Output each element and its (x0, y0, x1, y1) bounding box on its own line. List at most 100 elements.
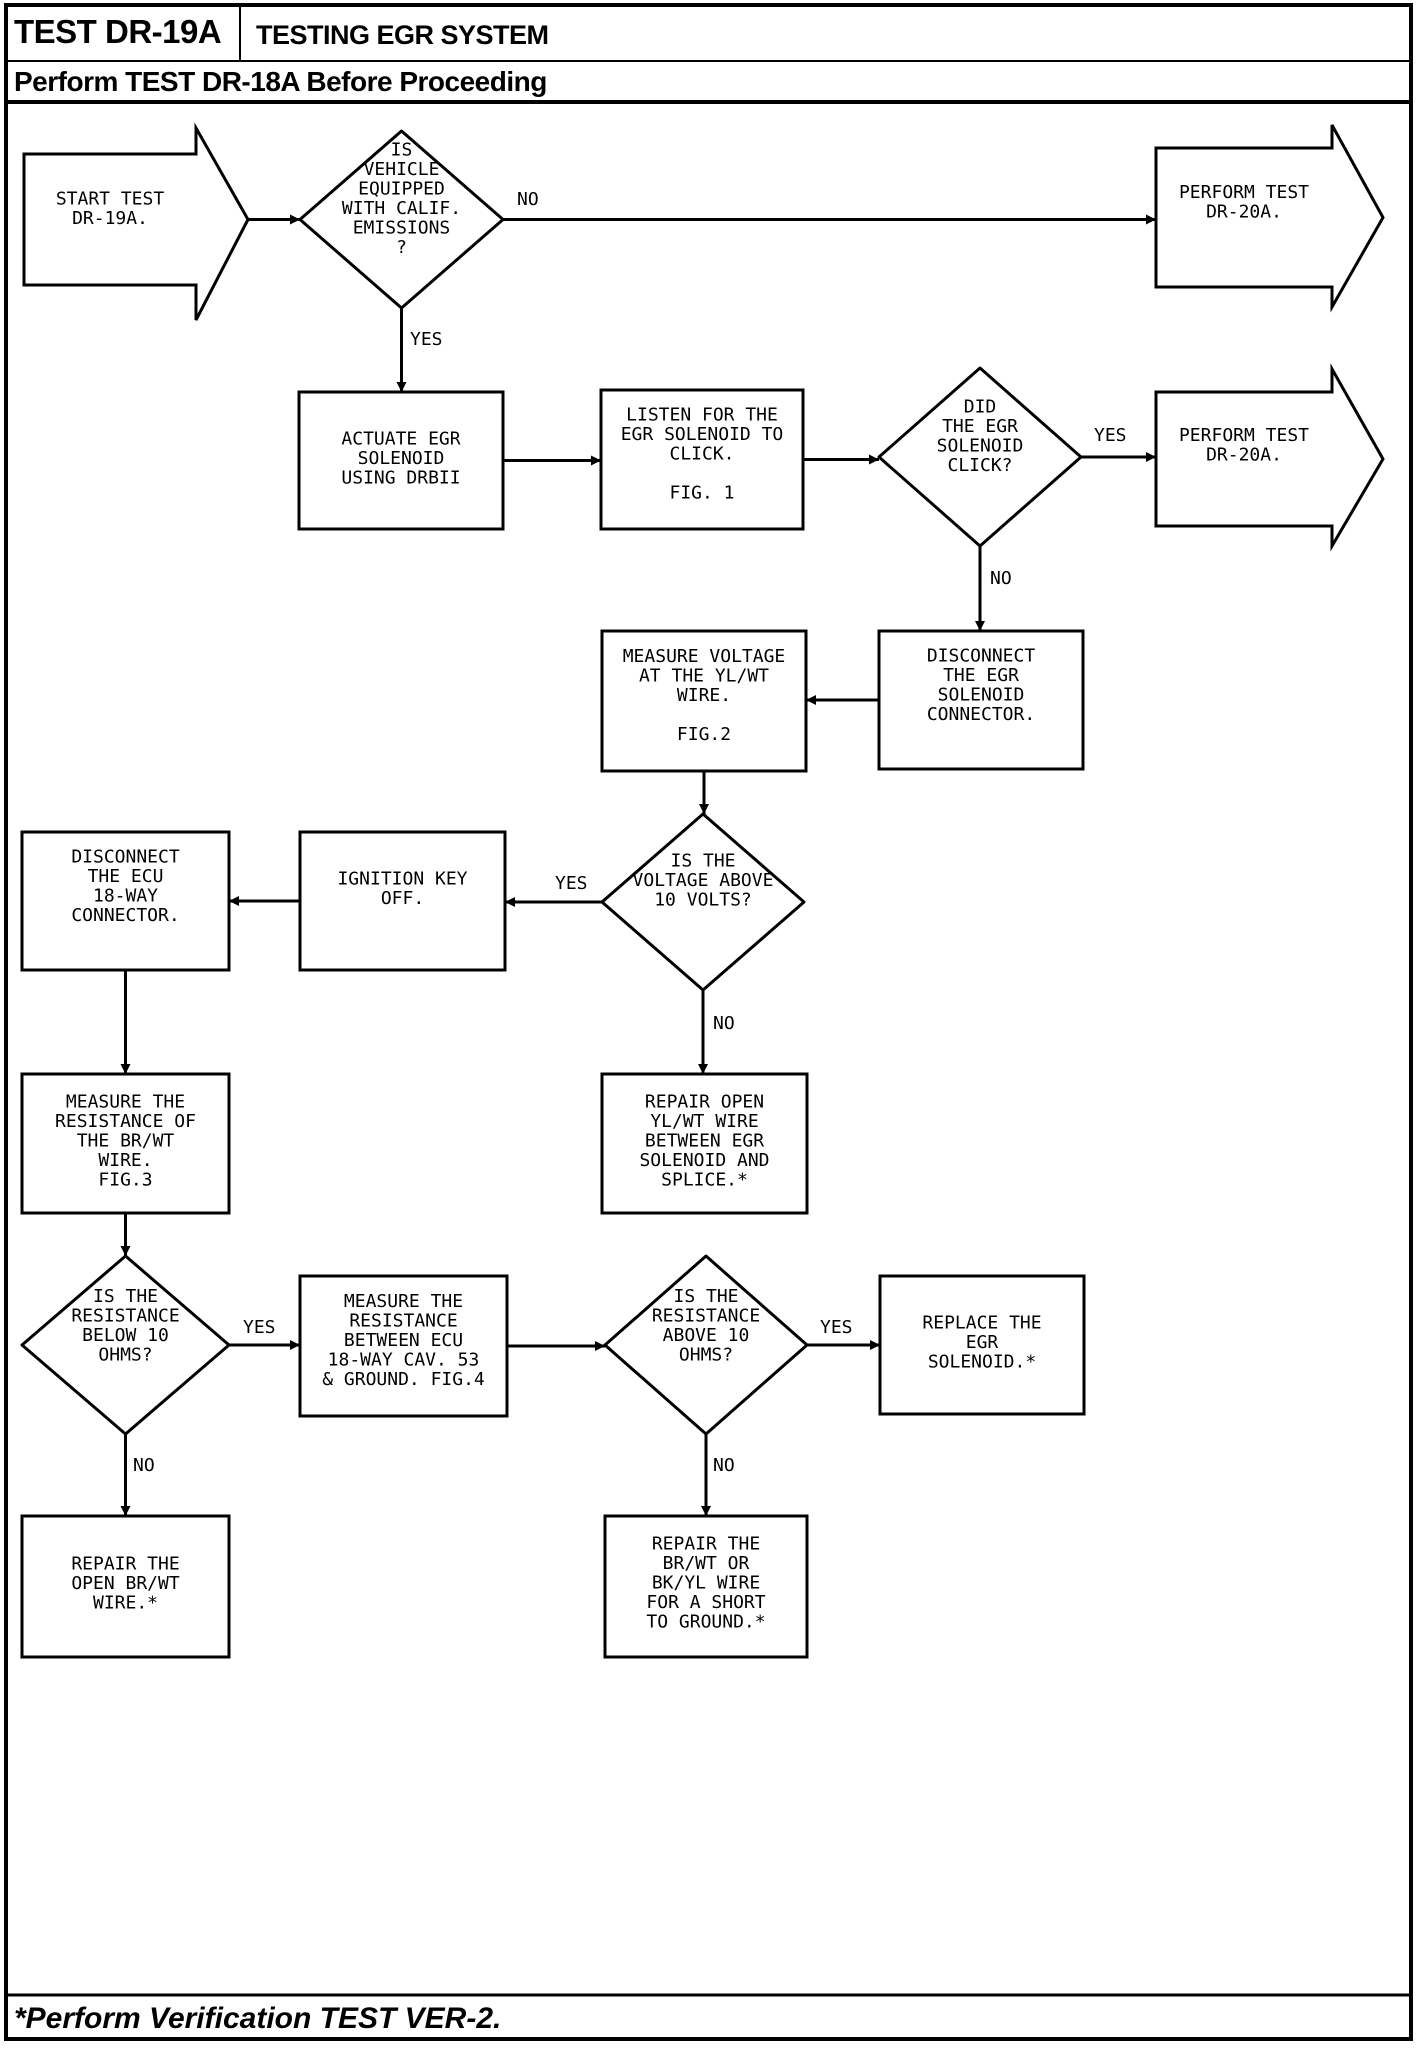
node-text-line: SOLENOID AND (639, 1150, 769, 1171)
node-text-line: BELOW 10 (82, 1325, 169, 1346)
node-text-line: BK/YL WIRE (652, 1573, 760, 1594)
arrowhead-icon (1146, 452, 1156, 462)
arrowhead-icon (290, 214, 300, 225)
node-text-line: WIRE. (677, 685, 731, 706)
process-box (298, 1274, 509, 1418)
edge-label-no: NO (990, 568, 1012, 589)
node-text-line: 18-WAY CAV. 53 (328, 1349, 480, 1370)
node-text-line: ? (396, 237, 407, 258)
node-text-line: DR-19A. (72, 208, 148, 229)
edge-label-no: NO (713, 1455, 735, 1476)
node-text-line: 18-WAY (93, 886, 158, 907)
node-text-line: THE BR/WT (77, 1130, 175, 1151)
footer-note: *Perform Verification TEST VER-2. (14, 2002, 502, 2035)
page-title: TESTING EGR SYSTEM (256, 20, 549, 50)
arrowhead-icon (505, 897, 515, 907)
node-text-line: CONNECTOR. (71, 905, 179, 926)
node-text-line: & GROUND. FIG.4 (322, 1369, 485, 1390)
node-text-line: REPAIR OPEN (645, 1091, 764, 1112)
node-text-line: VOLTAGE ABOVE (633, 870, 774, 891)
node-text-line: ACTUATE EGR (341, 428, 460, 449)
node-text-line: DID (964, 396, 997, 417)
node-text-line: DISCONNECT (71, 847, 180, 868)
node-text-line: REPLACE THE (922, 1313, 1041, 1334)
node-text-line: DR-20A. (1206, 444, 1282, 465)
node-text-line: MEASURE VOLTAGE (623, 646, 786, 667)
arrowhead-icon (975, 621, 985, 631)
arrowhead-icon (806, 695, 816, 705)
outer-border (4, 3, 1413, 2041)
arrowhead-icon (698, 1064, 708, 1074)
process-box (600, 1072, 809, 1215)
node-text-line: EGR SOLENOID TO (621, 424, 784, 445)
node-text-line: DISCONNECT (927, 646, 1036, 667)
block-arrow-shape (1154, 124, 1385, 313)
arrowhead-icon (595, 1341, 605, 1351)
node-text-line: FOR A SHORT (646, 1592, 765, 1613)
arrowhead-icon (120, 1064, 131, 1074)
node-text-line: OHMS? (98, 1345, 152, 1366)
node-text-line: FIG.3 (98, 1169, 152, 1190)
process-box (600, 629, 808, 773)
edge-label-yes: YES (820, 1317, 853, 1338)
edge-label-yes: YES (555, 873, 588, 894)
node-text-line: IS THE (673, 1286, 738, 1307)
node-text-line: FIG. 1 (669, 483, 734, 504)
node-text-line: PERFORM TEST (1179, 182, 1309, 203)
process-box (297, 390, 505, 531)
arrowhead-icon (870, 1340, 880, 1350)
process-box (878, 1274, 1086, 1416)
node-text-line: IS THE (670, 851, 735, 872)
node-text-line: AT THE YL/WT (639, 665, 769, 686)
edge-label-yes: YES (243, 1317, 276, 1338)
node-text-line: BETWEEN ECU (344, 1330, 463, 1351)
prerequisite-note: Perform TEST DR-18A Before Proceeding (14, 66, 547, 97)
node-text-line: BR/WT OR (663, 1553, 750, 1574)
node-text-line: WITH CALIF. (342, 198, 461, 219)
node-text-line: DR-20A. (1206, 202, 1282, 223)
node-text-line: SOLENOID (937, 435, 1024, 456)
process-box (20, 1072, 231, 1215)
node-text-line: ABOVE 10 (663, 1325, 750, 1346)
node-text-line: START TEST (56, 189, 165, 210)
node-text-line: MEASURE THE (344, 1291, 463, 1312)
arrowhead-icon (290, 1340, 300, 1350)
node-text-line: IS (391, 140, 413, 161)
node-text-line: TO GROUND.* (646, 1612, 765, 1633)
node-text-line: REPAIR THE (71, 1553, 179, 1574)
node-text-line: LISTEN FOR THE (626, 405, 778, 426)
node-text-line: REPAIR THE (652, 1534, 760, 1555)
node-text-line: THE EGR (943, 665, 1019, 686)
arrowhead-icon (591, 455, 601, 466)
node-text-line: THE EGR (942, 416, 1018, 437)
arrowhead-icon (699, 804, 709, 814)
node-text-line: RESISTANCE OF (55, 1111, 196, 1132)
node-text-line: SOLENOID (358, 448, 445, 469)
node-text-line: OHMS? (679, 1345, 733, 1366)
node-text-line: YL/WT WIRE (650, 1111, 758, 1132)
process-box (599, 388, 805, 531)
edge-label-no: NO (713, 1013, 735, 1034)
node-text-line: EMISSIONS (353, 218, 451, 239)
node-text-line: EQUIPPED (358, 179, 445, 200)
node-text-line: WIRE. (98, 1150, 152, 1171)
node-text-line: SPLICE.* (661, 1169, 748, 1190)
node-text-line: RESISTANCE (652, 1306, 760, 1327)
node-text-line: MEASURE THE (66, 1091, 185, 1112)
arrowhead-icon (869, 454, 879, 465)
node-text-line: CLICK? (947, 455, 1012, 476)
